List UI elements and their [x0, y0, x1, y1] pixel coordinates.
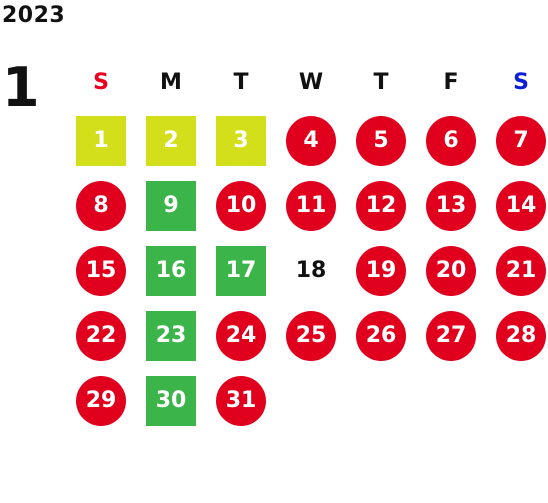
day-21[interactable]: 21	[496, 245, 546, 296]
day-18[interactable]: 18	[295, 258, 327, 283]
day-cell: 20	[416, 238, 486, 303]
day-17[interactable]: 17	[216, 245, 266, 296]
day-cell: 11	[276, 173, 346, 238]
day-27[interactable]: 27	[426, 310, 476, 361]
weekday-friday: F	[443, 69, 459, 95]
day-cell: 4	[276, 108, 346, 173]
day-2[interactable]: 2	[146, 115, 196, 166]
week-row: 22 23 24 25 26 27 28	[66, 303, 548, 368]
day-cell: 23	[136, 303, 206, 368]
day-29[interactable]: 29	[76, 375, 126, 426]
day-5[interactable]: 5	[356, 115, 406, 166]
day-cell: 19	[346, 238, 416, 303]
day-24[interactable]: 24	[216, 310, 266, 361]
day-cell: 10	[206, 173, 276, 238]
day-cell: 17	[206, 238, 276, 303]
day-cell	[276, 368, 346, 433]
day-6[interactable]: 6	[426, 115, 476, 166]
weekday-tuesday: T	[233, 69, 249, 95]
day-cell: 29	[66, 368, 136, 433]
day-cell: 3	[206, 108, 276, 173]
day-cell: 15	[66, 238, 136, 303]
day-14[interactable]: 14	[496, 180, 546, 231]
day-26[interactable]: 26	[356, 310, 406, 361]
day-19[interactable]: 19	[356, 245, 406, 296]
day-11[interactable]: 11	[286, 180, 336, 231]
day-cell: 30	[136, 368, 206, 433]
day-9[interactable]: 9	[146, 180, 196, 231]
day-cell: 28	[486, 303, 548, 368]
day-cell	[416, 368, 486, 433]
day-20[interactable]: 20	[426, 245, 476, 296]
day-cell: 26	[346, 303, 416, 368]
week-row: 29 30 31	[66, 368, 548, 433]
year-label: 2023	[2, 3, 66, 28]
day-31[interactable]: 31	[216, 375, 266, 426]
day-30[interactable]: 30	[146, 375, 196, 426]
day-cell: 31	[206, 368, 276, 433]
day-3[interactable]: 3	[216, 115, 266, 166]
day-cell: 1	[66, 108, 136, 173]
day-cell: 27	[416, 303, 486, 368]
weekday-saturday: S	[513, 69, 529, 95]
day-cell	[486, 368, 548, 433]
day-cell: 13	[416, 173, 486, 238]
day-cell: 7	[486, 108, 548, 173]
day-1[interactable]: 1	[76, 115, 126, 166]
weekday-sunday: S	[93, 69, 109, 95]
day-cell: 8	[66, 173, 136, 238]
month-number: 1	[2, 56, 40, 119]
day-25[interactable]: 25	[286, 310, 336, 361]
day-cell: 6	[416, 108, 486, 173]
day-cell: 2	[136, 108, 206, 173]
day-cell	[346, 368, 416, 433]
day-10[interactable]: 10	[216, 180, 266, 231]
day-7[interactable]: 7	[496, 115, 546, 166]
day-12[interactable]: 12	[356, 180, 406, 231]
day-8[interactable]: 8	[76, 180, 126, 231]
day-28[interactable]: 28	[496, 310, 546, 361]
day-4[interactable]: 4	[286, 115, 336, 166]
weekday-wednesday: W	[298, 69, 324, 95]
day-cell: 9	[136, 173, 206, 238]
day-15[interactable]: 15	[76, 245, 126, 296]
day-cell: 12	[346, 173, 416, 238]
day-cell: 21	[486, 238, 548, 303]
weekday-header: S M T W T F S	[66, 56, 548, 108]
day-cell: 5	[346, 108, 416, 173]
day-22[interactable]: 22	[76, 310, 126, 361]
day-23[interactable]: 23	[146, 310, 196, 361]
day-13[interactable]: 13	[426, 180, 476, 231]
day-cell: 24	[206, 303, 276, 368]
week-row: 15 16 17 18 19 20 21	[66, 238, 548, 303]
day-cell: 18	[276, 238, 346, 303]
weekday-monday: M	[160, 69, 182, 95]
day-cell: 16	[136, 238, 206, 303]
weekday-thursday: T	[373, 69, 389, 95]
day-cell: 14	[486, 173, 548, 238]
day-cell: 25	[276, 303, 346, 368]
day-16[interactable]: 16	[146, 245, 196, 296]
day-cell: 22	[66, 303, 136, 368]
